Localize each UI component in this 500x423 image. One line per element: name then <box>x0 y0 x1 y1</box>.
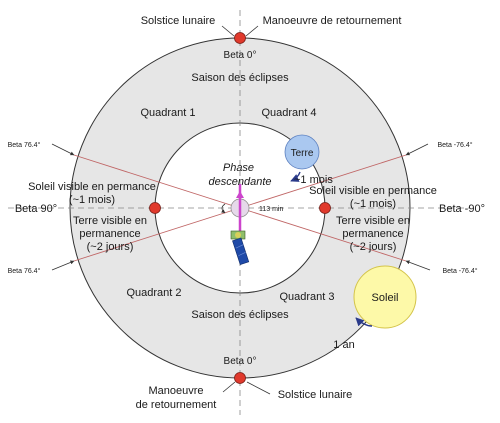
sun-label: Soleil <box>372 292 399 304</box>
beta-upper-left-label: Beta 76.4° <box>8 141 41 149</box>
phase-arrow <box>236 191 244 198</box>
right-earth-visible-line3: (~2 jours) <box>350 241 397 253</box>
quadrant-1-label: Quadrant 1 <box>140 107 195 119</box>
right-sun-visible-line2: (~1 mois) <box>350 198 396 210</box>
earth-circle <box>284 134 320 170</box>
sun-orbit-arrow <box>355 317 373 327</box>
left-earth-visible-line2: permanence <box>79 228 140 240</box>
beta-bottom-label: Beta 0° <box>224 356 257 367</box>
node-right <box>319 202 331 214</box>
earth-label: Terre <box>291 148 314 159</box>
turnaround-bottom-line2: de retournement <box>136 399 217 411</box>
beta-upper-right-label: Beta -76.4° <box>437 141 472 149</box>
phase-label: Phase descendante <box>209 162 272 188</box>
leader-bottom-left <box>222 381 236 393</box>
turnaround-bottom-line1: Manoeuvre <box>148 385 203 397</box>
beta-ll-leader <box>51 260 75 271</box>
quadrant-3-label: Quadrant 3 <box>279 291 334 303</box>
beta-lr-leader <box>405 260 431 271</box>
left-earth-visible-line3: (~2 jours) <box>87 241 134 253</box>
sun-period-label: 1 an <box>333 339 354 351</box>
solstice-bottom-label: Solstice lunaire <box>278 389 353 401</box>
eclipse-season-top-label: Saison des éclipses <box>191 72 289 84</box>
beta-lower-left-label: Beta 76.4° <box>8 267 41 275</box>
duration-label: 113 min <box>259 206 283 213</box>
earth-orbit-arrow <box>290 171 301 182</box>
duration-arrow <box>220 203 226 214</box>
right-sun-visible-line1: Soleil visible en permance <box>309 185 437 197</box>
solstice-top-label: Solstice lunaire <box>141 15 216 27</box>
turnaround-top-label: Manoeuvre de retournement <box>263 15 402 27</box>
right-earth-visible-line1: Terre visible en <box>336 215 410 227</box>
leader-top-right <box>245 25 259 37</box>
beta-ur-leader <box>405 143 429 156</box>
beta-ul-leader <box>51 143 75 156</box>
eclipse-season-bottom-label: Saison des éclipses <box>191 309 289 321</box>
leader-top-left <box>221 25 235 37</box>
node-top <box>234 32 246 44</box>
beta-left-label: Beta 90° <box>15 203 57 215</box>
left-earth-visible-line1: Terre visible en <box>73 215 147 227</box>
left-sun-visible-line1: Soleil visible en permance <box>28 181 156 193</box>
quadrant-4-label: Quadrant 4 <box>261 107 316 119</box>
beta-lower-right-label: Beta -76.4° <box>442 267 477 275</box>
beta-right-label: Beta -90° <box>439 203 485 215</box>
node-bottom <box>234 372 246 384</box>
node-left <box>149 202 161 214</box>
left-sun-visible-line2: (~1 mois) <box>69 194 115 206</box>
beta-top-label: Beta 0° <box>224 50 257 61</box>
right-earth-visible-line2: permanence <box>342 228 403 240</box>
quadrant-2-label: Quadrant 2 <box>126 287 181 299</box>
moon-period-label: ~1 mois <box>294 174 333 186</box>
sun-circle <box>353 265 417 329</box>
leader-bottom-right <box>246 381 271 395</box>
spacecraft-icon <box>230 230 250 265</box>
